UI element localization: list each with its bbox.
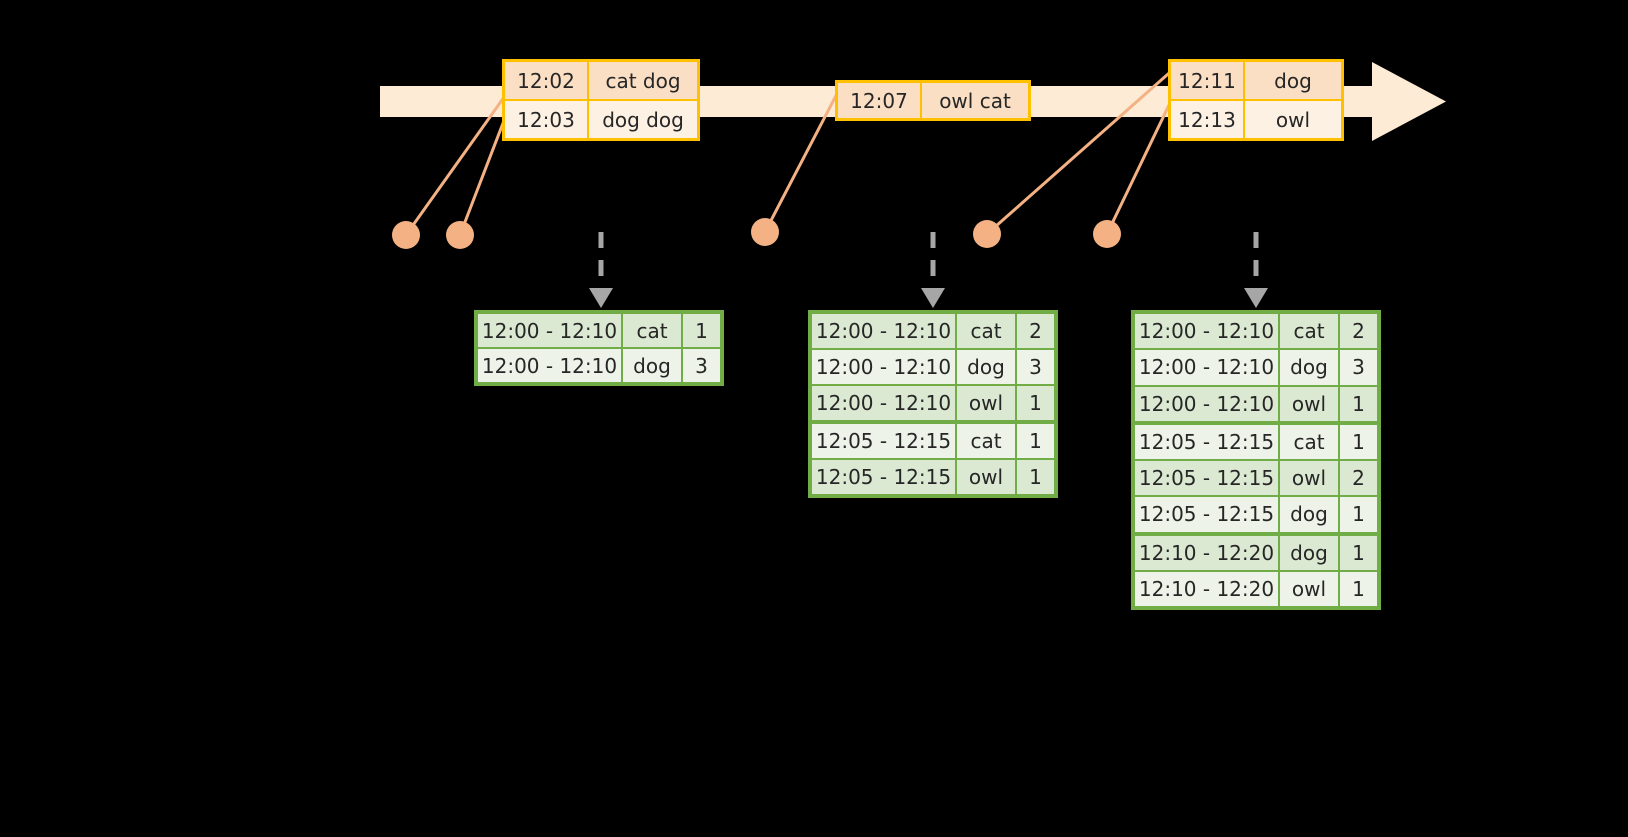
table-row[interactable]: 12:00 - 12:10 owl 1 (812, 384, 1054, 420)
cell-word: cat (957, 314, 1017, 348)
table-row[interactable]: 12:00 - 12:10 cat 1 (478, 314, 720, 347)
connector-line-12-13 (1105, 102, 1172, 235)
table-row[interactable]: 12:00 - 12:10 owl 1 (1135, 384, 1377, 421)
cell-window: 12:00 - 12:10 (1135, 314, 1280, 349)
cell-count: 3 (1029, 355, 1042, 379)
event-row[interactable]: 12:03 dog dog (505, 99, 697, 138)
event-row[interactable]: 12:13 owl (1171, 99, 1341, 138)
cell-word: dog (1280, 497, 1340, 532)
cell-count: 3 (1352, 355, 1365, 380)
connector-dot-12-13 (1093, 220, 1121, 248)
event-words: dog (1274, 68, 1312, 93)
cell-word: cat (623, 314, 683, 347)
cell-window: 12:00 - 12:10 (1135, 386, 1280, 421)
cell-word: owl (1280, 386, 1340, 421)
cell-count: 3 (695, 353, 708, 378)
cell-word: cat (1280, 424, 1340, 459)
cell-count: 1 (1029, 429, 1042, 453)
cell-word: dog (957, 350, 1017, 384)
event-time: 12:07 (838, 83, 922, 118)
dashed-arrow-to-table-2 (921, 232, 945, 308)
dashed-arrows (589, 232, 1268, 308)
event-box-group-2[interactable]: 12:07 owl cat (835, 80, 1031, 121)
cell-count: 1 (1029, 391, 1042, 415)
cell-window: 12:05 - 12:15 (812, 460, 957, 494)
cell-window: 12:10 - 12:20 (1135, 571, 1280, 606)
cell-window: 12:05 - 12:15 (1135, 461, 1280, 496)
table-row[interactable]: 12:10 - 12:20 dog 1 (1135, 531, 1377, 570)
cell-window: 12:00 - 12:10 (812, 386, 957, 420)
table-row[interactable]: 12:05 - 12:15 owl 1 (812, 458, 1054, 494)
cell-window: 12:00 - 12:10 (478, 314, 623, 347)
table-row[interactable]: 12:00 - 12:10 dog 3 (478, 347, 720, 382)
cell-word: owl (957, 460, 1017, 494)
cell-word: cat (957, 424, 1017, 458)
cell-window: 12:00 - 12:10 (812, 350, 957, 384)
cell-word: owl (1280, 461, 1340, 496)
table-row[interactable]: 12:10 - 12:20 owl 1 (1135, 569, 1377, 606)
cell-count: 1 (1352, 391, 1365, 416)
cell-count: 1 (1352, 576, 1365, 601)
table-row[interactable]: 12:00 - 12:10 dog 3 (812, 348, 1054, 384)
cell-window: 12:05 - 12:15 (1135, 424, 1280, 459)
event-box-group-3[interactable]: 12:11 dog 12:13 owl (1168, 59, 1344, 141)
result-table-3[interactable]: 12:00 - 12:10 cat 2 12:00 - 12:10 dog 3 … (1131, 310, 1381, 610)
cell-window: 12:00 - 12:10 (478, 349, 623, 382)
cell-word: owl (957, 386, 1017, 420)
event-words: cat dog (605, 68, 681, 93)
connector-dot-12-11 (973, 220, 1001, 248)
event-words: dog dog (602, 107, 684, 132)
table-row[interactable]: 12:05 - 12:15 owl 2 (1135, 459, 1377, 496)
table-row[interactable]: 12:05 - 12:15 dog 1 (1135, 495, 1377, 532)
cell-window: 12:10 - 12:20 (1135, 535, 1280, 570)
result-table-2[interactable]: 12:00 - 12:10 cat 2 12:00 - 12:10 dog 3 … (808, 310, 1058, 498)
connector-dot-12-07 (751, 218, 779, 246)
event-row[interactable]: 12:07 owl cat (838, 83, 1028, 118)
connector-dot-12-02 (392, 221, 420, 249)
event-row[interactable]: 12:02 cat dog (505, 62, 697, 99)
event-row[interactable]: 12:11 dog (1171, 62, 1341, 99)
cell-word: dog (623, 349, 683, 382)
dashed-arrow-to-table-1 (589, 232, 613, 308)
cell-window: 12:05 - 12:15 (1135, 497, 1280, 532)
table-row[interactable]: 12:00 - 12:10 cat 2 (812, 314, 1054, 348)
dashed-arrow-to-table-3 (1244, 232, 1268, 308)
cell-count: 1 (1352, 540, 1365, 565)
cell-count: 1 (695, 318, 708, 343)
cell-count: 2 (1352, 466, 1365, 491)
cell-word: cat (1280, 314, 1340, 349)
cell-window: 12:05 - 12:15 (812, 424, 957, 458)
event-time: 12:02 (505, 62, 589, 99)
cell-count: 2 (1029, 319, 1042, 343)
table-row[interactable]: 12:05 - 12:15 cat 1 (1135, 420, 1377, 459)
cell-count: 1 (1352, 502, 1365, 527)
connector-line-12-02 (404, 85, 514, 236)
connector-line-12-03 (458, 117, 507, 236)
event-time: 12:13 (1171, 101, 1245, 138)
event-time: 12:11 (1171, 62, 1245, 99)
connector-line-12-07 (763, 85, 843, 233)
event-words: owl cat (939, 88, 1011, 113)
event-box-group-1[interactable]: 12:02 cat dog 12:03 dog dog (502, 59, 700, 141)
cell-count: 1 (1029, 465, 1042, 489)
event-time: 12:03 (505, 101, 589, 138)
cell-window: 12:00 - 12:10 (812, 314, 957, 348)
connector-dot-12-03 (446, 221, 474, 249)
cell-word: dog (1280, 535, 1340, 570)
cell-count: 1 (1352, 429, 1365, 454)
event-words: owl (1275, 107, 1311, 132)
table-row[interactable]: 12:00 - 12:10 dog 3 (1135, 348, 1377, 385)
result-table-1[interactable]: 12:00 - 12:10 cat 1 12:00 - 12:10 dog 3 (474, 310, 724, 386)
cell-word: dog (1280, 350, 1340, 385)
cell-window: 12:00 - 12:10 (1135, 350, 1280, 385)
table-row[interactable]: 12:05 - 12:15 cat 1 (812, 420, 1054, 458)
cell-word: owl (1280, 571, 1340, 606)
connector-dots (392, 218, 1121, 249)
table-row[interactable]: 12:00 - 12:10 cat 2 (1135, 314, 1377, 349)
cell-count: 2 (1352, 319, 1365, 344)
